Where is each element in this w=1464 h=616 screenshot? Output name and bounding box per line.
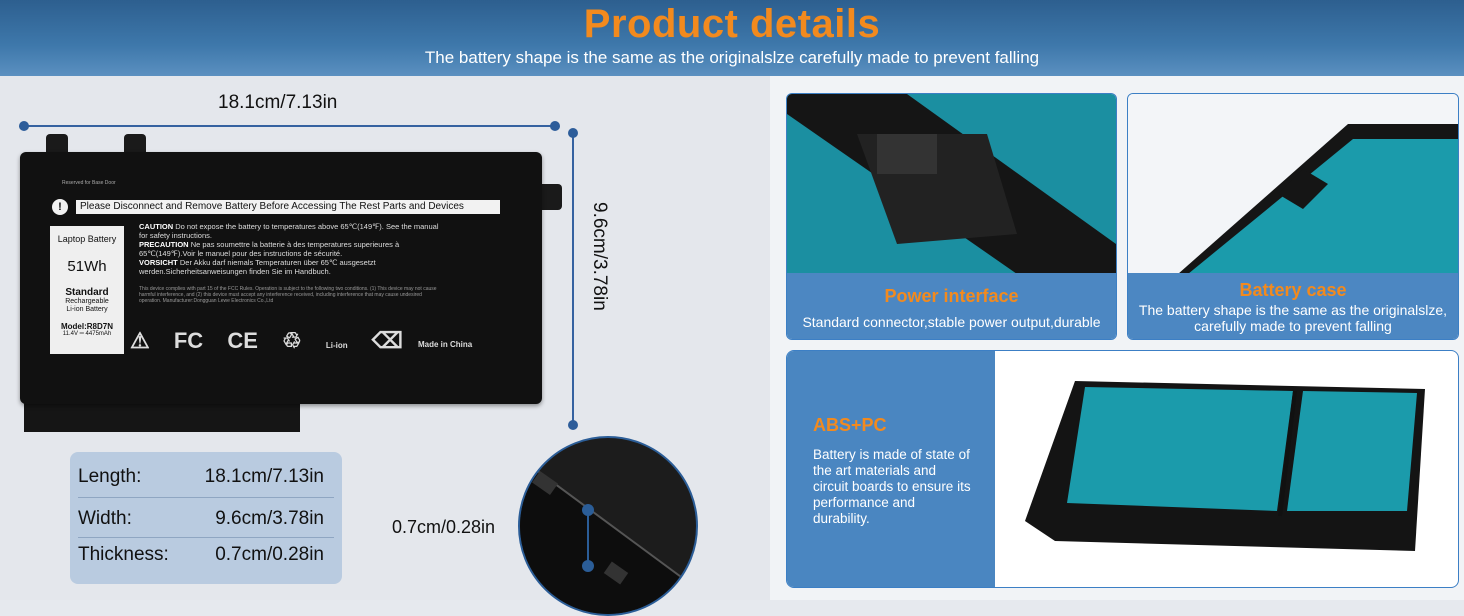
battery-case-text: The battery shape is the same as the ori…	[1138, 302, 1448, 334]
caution-heading: CAUTION	[139, 222, 174, 231]
dimension-dot	[568, 420, 578, 430]
power-interface-image	[787, 94, 1116, 274]
vorsicht-heading: VORSICHT	[139, 258, 178, 267]
spec-key: Length:	[78, 466, 142, 487]
battery-model: Model:R8D7N	[60, 322, 113, 331]
spec-key: Width:	[78, 508, 132, 529]
height-dimension-line	[572, 132, 574, 425]
material-text: Battery is made of state of the art mate…	[813, 447, 971, 526]
warning-icon: !	[52, 199, 68, 215]
power-interface-text: Standard connector,stable power output,d…	[802, 314, 1101, 330]
battery-mount-tab	[46, 134, 68, 154]
spec-divider	[78, 537, 334, 538]
dimension-dot	[568, 128, 578, 138]
battery-3d-image	[1025, 381, 1425, 551]
battery-type: Laptop Battery	[57, 234, 117, 244]
height-dimension-label: 9.6cm/3.78in	[589, 202, 610, 311]
power-interface-card: Power interface Standard connector,stabl…	[786, 93, 1117, 340]
battery-case-card: Battery case The battery shape is the sa…	[1127, 93, 1459, 340]
battery-bottom-edge	[24, 400, 300, 432]
recycle-icon: ♲	[282, 328, 302, 353]
certification-icons: ⚠ FC CE ♲ Li-ion ⌫	[130, 328, 421, 354]
battery-capacity: 51Wh	[67, 258, 107, 275]
battery-mount-tab	[124, 134, 146, 154]
thickness-zoom-image	[518, 436, 698, 616]
reserved-base-door-text: Reserved for Base Door	[62, 180, 116, 186]
made-in-text: Made in China	[418, 340, 473, 349]
battery-rechargeable: Rechargeable	[65, 298, 109, 305]
spec-value: 9.6cm/3.78in	[215, 508, 324, 529]
ce-mark: CE	[227, 328, 258, 353]
no-trash-icon: ⌫	[371, 328, 403, 353]
caution-text-block: CAUTION Do not expose the battery to tem…	[139, 222, 439, 276]
length-dimension-line	[24, 125, 554, 127]
thickness-zoom-drawing	[520, 457, 696, 614]
precaution-heading: PRECAUTION	[139, 240, 189, 249]
thickness-dimension-label: 0.7cm/0.28in	[392, 517, 496, 537]
fcc-compliance-text: This device complies with part 15 of the…	[139, 286, 437, 304]
li-ion-mark: Li-ion	[325, 341, 348, 350]
battery-standard: Standard	[65, 287, 109, 298]
length-dimension-label: 18.1cm/7.13in	[218, 92, 338, 113]
battery-case-image	[1128, 94, 1458, 274]
battery-case-title: Battery case	[1239, 280, 1347, 300]
spec-table: Length: 18.1cm/7.13in Width: 9.6cm/3.78i…	[70, 452, 342, 584]
spec-key: Thickness:	[78, 544, 169, 565]
spec-value: 0.7cm/0.28in	[215, 544, 324, 565]
battery-spec-label: Laptop Battery 51Wh Standard Rechargeabl…	[50, 226, 124, 354]
header-banner: Product details The battery shape is the…	[0, 0, 1464, 76]
dimension-dot	[19, 121, 29, 131]
spec-value: 18.1cm/7.13in	[204, 466, 324, 487]
material-panel: ABS+PC Battery is made of state of the a…	[786, 350, 1459, 588]
page-title: Product details	[583, 2, 881, 46]
flammable-icon: ⚠	[130, 328, 150, 353]
fc-mark: FC	[173, 328, 204, 353]
material-title: ABS+PC	[813, 415, 887, 435]
caution-text: Do not expose the battery to temperature…	[139, 222, 439, 240]
warning-text: Please Disconnect and Remove Battery Bef…	[76, 200, 500, 214]
page-subtitle: The battery shape is the same as the ori…	[424, 48, 1040, 67]
precaution-text: Ne pas soumettre la batterie à des tempe…	[139, 240, 400, 258]
battery-rating: 11.4V ═ 4475mAh	[62, 331, 112, 337]
spec-divider	[78, 497, 334, 498]
power-interface-title: Power interface	[884, 286, 1019, 306]
vorsicht-text: Der Akku darf niemals Temperaturen über …	[139, 258, 376, 276]
dimension-dot	[550, 121, 560, 131]
battery-chemistry: Li-ion Battery	[66, 306, 108, 313]
